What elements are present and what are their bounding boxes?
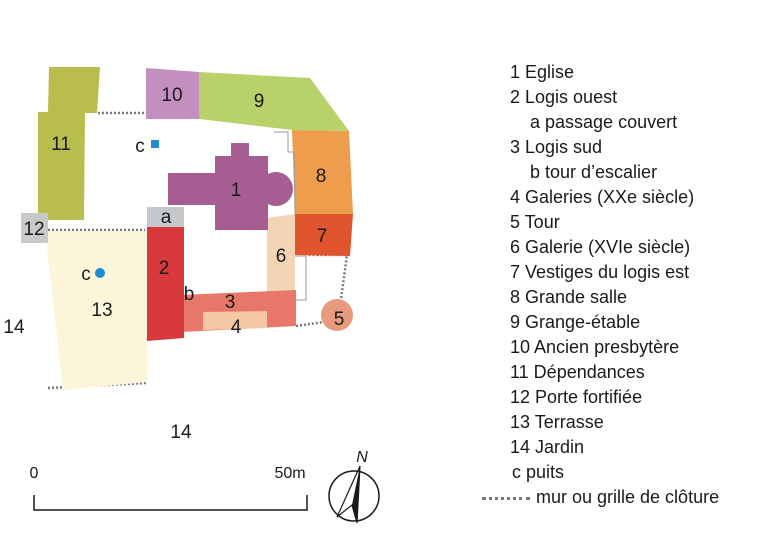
- legend-item: c puits: [512, 462, 565, 482]
- label-11: 11: [51, 134, 71, 155]
- legend-item: 8 Grande salle: [510, 287, 628, 307]
- legend-item: b tour d’escalier: [530, 162, 658, 182]
- label-3: 3: [225, 292, 236, 313]
- label-6: 6: [276, 246, 287, 267]
- legend-item: 10 Ancien presbytère: [510, 337, 680, 357]
- wall-south-east: [295, 320, 325, 328]
- label-4: 4: [231, 317, 242, 338]
- compass: N: [328, 449, 380, 524]
- legend-item: 12 Porte fortifiée: [510, 387, 643, 407]
- building-4-galeries: [203, 311, 267, 330]
- building-13-terrasse: [45, 231, 147, 390]
- legend: 1 Eglise 2 Logis ouest a passage couvert…: [482, 60, 768, 510]
- label-c-terrace: c: [81, 264, 91, 285]
- legend-item: 13 Terrasse: [510, 412, 604, 432]
- wall-east: [306, 253, 349, 307]
- label-1: 1: [231, 180, 242, 201]
- castle-plan: 1 2 3 4 5 6 7 8 9 10 11 12 13 a b c c 14…: [3, 67, 380, 524]
- building-2-logis-ouest: [147, 227, 184, 341]
- legend-item: 2 Logis ouest: [510, 87, 618, 107]
- building-7-vestiges: [295, 214, 353, 256]
- label-7: 7: [317, 226, 328, 247]
- scale-bar: 0 50m: [30, 465, 308, 511]
- building-12-porte: [21, 213, 48, 243]
- label-2: 2: [159, 258, 170, 279]
- legend-item: 11 Dépendances: [510, 362, 645, 382]
- scale-end-label: 50m: [274, 465, 305, 482]
- annex-outline: [274, 131, 296, 215]
- label-14-west: 14: [3, 317, 25, 338]
- scale-start-label: 0: [30, 465, 39, 482]
- legend-item: 1 Eglise: [510, 62, 575, 82]
- legend-item: 5 Tour: [510, 212, 560, 232]
- label-14-south: 14: [170, 422, 192, 443]
- building-10-presbytere: [146, 68, 199, 119]
- legend-item: a passage couvert: [530, 112, 678, 132]
- label-5: 5: [334, 309, 345, 330]
- label-9: 9: [254, 91, 265, 112]
- building-9-grange: [199, 72, 349, 131]
- annex-outline-east: [295, 255, 307, 301]
- label-c-north: c: [135, 136, 145, 157]
- legend-item: 6 Galerie (XVIe siècle): [510, 237, 691, 257]
- label-a: a: [161, 207, 172, 228]
- label-8: 8: [316, 166, 327, 187]
- label-12: 12: [23, 219, 44, 240]
- legend-item-wall: mur ou grille de clôture: [482, 485, 768, 510]
- legend-item: 9 Grange-étable: [510, 312, 641, 332]
- building-a-passage: [147, 207, 184, 227]
- label-10: 10: [161, 85, 182, 106]
- label-b: b: [184, 284, 195, 305]
- well-marker-terrace: [95, 268, 105, 278]
- well-marker-north: [151, 140, 159, 148]
- wall-line-icon: [482, 496, 530, 500]
- building-6-galerie-xvi: [267, 214, 295, 296]
- building-5-tour: [321, 299, 353, 331]
- legend-item: 4 Galeries (XXe siècle): [510, 187, 695, 207]
- legend-item: 14 Jardin: [510, 437, 585, 457]
- legend-item: 7 Vestiges du logis est: [510, 262, 690, 282]
- label-13: 13: [91, 300, 112, 321]
- legend-item: 3 Logis sud: [510, 137, 603, 157]
- building-11-dependances: [38, 67, 100, 220]
- north-label: N: [356, 449, 368, 466]
- building-8-grande-salle: [292, 130, 353, 214]
- building-1-eglise: [168, 143, 293, 230]
- legend-wall-label: mur ou grille de clôture: [536, 487, 720, 507]
